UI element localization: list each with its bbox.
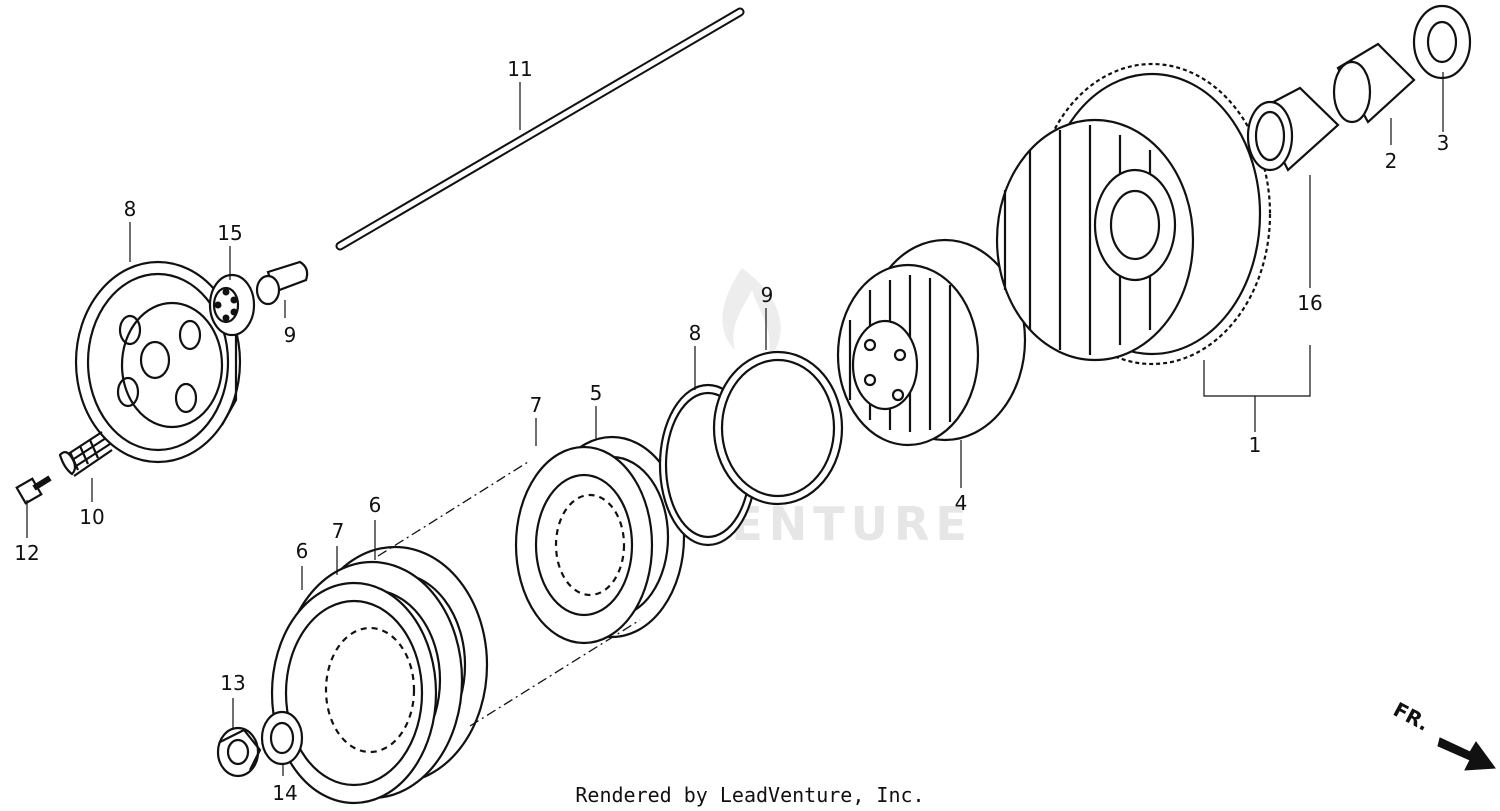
- label-7-lower: 7: [332, 519, 345, 543]
- thrust-washer[interactable]: [1412, 4, 1472, 80]
- label-4: 4: [955, 491, 968, 515]
- label-15: 13: [220, 671, 245, 695]
- clutch-center[interactable]: [836, 238, 1027, 447]
- front-direction-arrow: FR.: [1389, 697, 1496, 771]
- needle-bearing[interactable]: [1246, 86, 1340, 172]
- label-16: 14: [272, 781, 297, 805]
- label-10: 8: [124, 197, 137, 221]
- lock-washer[interactable]: [260, 710, 304, 766]
- leader-lines: [26, 72, 1444, 776]
- clutch-spring[interactable]: [58, 431, 113, 477]
- direction-label: FR.: [1389, 697, 1433, 736]
- label-5: 5: [590, 381, 603, 405]
- label-18: 16: [1297, 291, 1322, 315]
- bearing[interactable]: [208, 273, 256, 337]
- label-1: 1: [1249, 433, 1262, 457]
- push-rod[interactable]: [335, 7, 745, 251]
- lock-nut[interactable]: [216, 726, 262, 778]
- footer-credit: Rendered by LeadVenture, Inc.: [575, 783, 924, 807]
- label-9: 9: [761, 283, 774, 307]
- label-12: 10: [79, 505, 104, 529]
- label-6-upper: 6: [369, 493, 382, 517]
- label-8: 8: [689, 321, 702, 345]
- label-14: 12: [14, 541, 39, 565]
- friction-disc-stack-lower[interactable]: [270, 545, 489, 805]
- label-17: 15: [217, 221, 242, 245]
- lifter-piece[interactable]: [255, 260, 309, 306]
- label-11: 9: [284, 323, 297, 347]
- bolt[interactable]: [15, 475, 52, 505]
- judder-spring[interactable]: [712, 350, 844, 506]
- label-3: 3: [1437, 131, 1450, 155]
- label-13: 11: [507, 57, 532, 81]
- clutch-outer[interactable]: [995, 62, 1272, 366]
- friction-disc-stack-upper[interactable]: [514, 435, 686, 645]
- pressure-plate[interactable]: [74, 260, 242, 464]
- label-7-upper: 7: [530, 393, 543, 417]
- part-labels: 11 8 15 9 10 12 13 14 6 7 6 7 5 8 9 4 1 …: [14, 57, 1449, 805]
- label-2: 2: [1385, 149, 1398, 173]
- collar[interactable]: [1332, 42, 1416, 124]
- label-6-lower: 6: [296, 539, 309, 563]
- arrow-icon: [1437, 737, 1496, 771]
